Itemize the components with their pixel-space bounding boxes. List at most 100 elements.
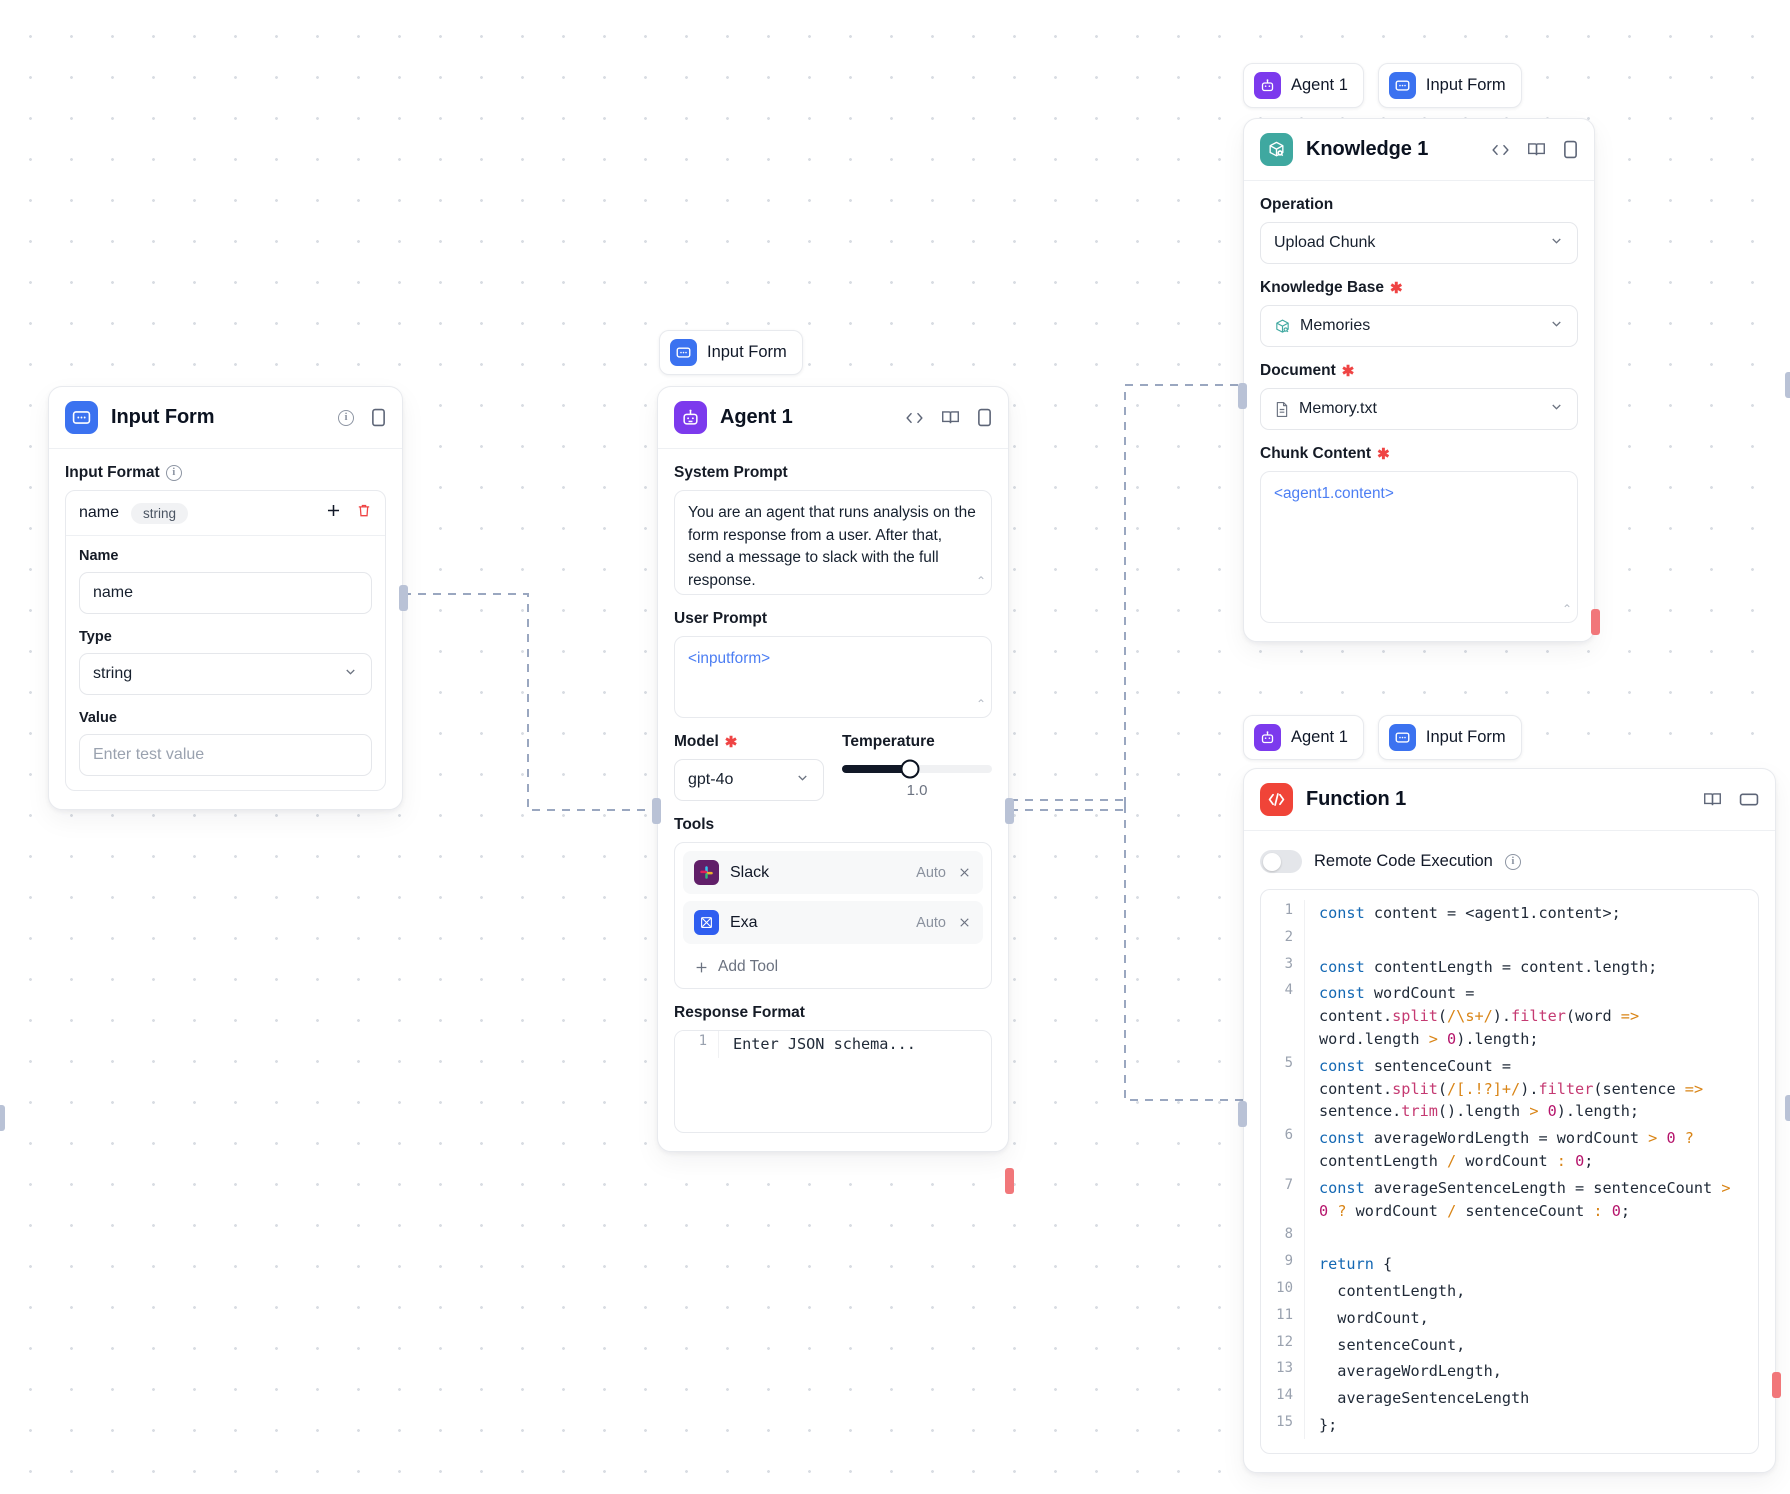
tool-row-exa[interactable]: Exa Auto [683,901,983,944]
badge-label: Input Form [1425,728,1506,746]
info-icon[interactable]: i [1504,853,1521,870]
input-format-box: name string Name name [65,490,386,791]
model-select[interactable]: gpt-4o [674,759,824,801]
remove-tool-button[interactable] [957,915,972,930]
slider-thumb[interactable] [900,759,919,779]
document-select[interactable]: Memory.txt [1260,388,1578,430]
book-icon[interactable] [1703,791,1722,808]
system-prompt-textarea[interactable]: You are an agent that runs analysis on t… [674,490,992,595]
chunk-content-textarea[interactable]: <agent1.content> ⌃ [1260,471,1578,623]
info-icon[interactable]: i [165,465,182,481]
tool-mode[interactable]: Auto [916,864,946,881]
canvas-handle-right-2[interactable] [1785,1095,1790,1121]
input-port[interactable] [1238,383,1247,409]
node-knowledge-1[interactable]: Knowledge 1 Operation Upload Chunk [1238,118,1600,642]
agent-header[interactable]: Agent 1 [658,387,1008,449]
input-port[interactable] [652,798,661,824]
file-icon [1274,401,1290,418]
knowledge-base-select[interactable]: Memories [1260,305,1578,347]
window-icon[interactable] [1739,792,1759,807]
knowledge-box-icon [1260,133,1293,166]
line-number: 13 [1261,1358,1305,1386]
agent-robot-icon [1254,72,1281,99]
output-port[interactable] [1772,1372,1781,1398]
output-port-bottom[interactable] [1005,1168,1014,1194]
line-number: 5 [1261,1052,1305,1126]
format-row-header[interactable]: name string [66,491,385,536]
tool-row-slack[interactable]: Slack Auto [683,851,983,894]
panel-icon[interactable] [1563,140,1578,159]
resize-handle[interactable]: ⌃ [975,697,986,712]
resize-handle[interactable]: ⌃ [1561,602,1572,617]
name-input[interactable]: name [79,572,372,614]
badge-label: Agent 1 [1291,728,1348,746]
value-label: Value [79,710,117,726]
code-text: return { [1319,1255,1393,1274]
panel-icon[interactable] [977,408,992,427]
book-icon[interactable] [941,409,960,426]
add-tool-button[interactable]: Add Tool [683,951,983,980]
node-title: Function 1 [1306,788,1407,810]
book-icon[interactable] [1527,141,1546,158]
output-port-top[interactable] [1005,798,1014,824]
input-form-header[interactable]: Input Form i [49,387,402,449]
code-text: const averageSentenceLength = sentenceCo… [1319,1178,1731,1220]
line-number: 2 [1261,926,1305,954]
badge-input-form[interactable]: Input Form [1377,63,1522,108]
add-tool-label: Add Tool [718,958,779,975]
output-port[interactable] [1591,609,1600,635]
delete-field-button[interactable] [356,502,372,524]
function-header[interactable]: Function 1 [1244,769,1775,831]
code-icon[interactable] [905,410,924,426]
code-line: 2 [1261,926,1758,954]
badge-input-form[interactable]: Input Form [659,330,803,375]
chevron-down-icon [795,770,810,790]
badge-label: Input Form [707,343,787,361]
input-form-icon [1388,724,1416,751]
badge-input-form[interactable]: Input Form [1377,715,1522,760]
code-line: 7 const averageSentenceLength = sentenceC… [1261,1174,1758,1225]
badge-agent-1[interactable]: Agent 1 [1243,715,1364,760]
node-title: Input Form [111,406,215,428]
line-number: 1 [675,1031,719,1058]
line-number: 7 [1261,1174,1305,1225]
line-number: 11 [1261,1304,1305,1332]
resize-handle[interactable]: ⌃ [975,574,986,589]
operation-select[interactable]: Upload Chunk [1260,222,1578,264]
canvas-handle-right[interactable] [1785,372,1790,398]
code-text: averageWordLength, [1319,1362,1502,1381]
input-form-icon [1388,72,1416,99]
chevron-down-icon [1549,399,1564,419]
json-schema-placeholder: Enter JSON schema... [733,1035,916,1053]
code-icon[interactable] [1491,142,1510,158]
canvas-handle-left[interactable] [0,1105,5,1131]
node-title: Knowledge 1 [1306,138,1429,160]
temperature-slider[interactable] [842,759,992,779]
knowledge-input-badges: Agent 1 Input Form [1243,63,1522,108]
remote-code-execution-toggle[interactable] [1260,850,1302,873]
node-input-form[interactable]: Input Form i Input Format i name string [48,386,408,810]
panel-icon[interactable] [371,408,386,427]
code-text: wordCount, [1319,1308,1429,1327]
chevron-down-icon [1549,316,1564,336]
value-placeholder: Enter test value [93,746,205,763]
response-format-editor[interactable]: 1 Enter JSON schema... [674,1030,992,1133]
remote-code-execution-row[interactable]: Remote Code Execution i [1260,846,1759,889]
model-label: Model✱ [674,733,738,751]
type-select[interactable]: string [79,653,372,695]
badge-agent-1[interactable]: Agent 1 [1243,63,1364,108]
value-input[interactable]: Enter test value [79,734,372,776]
user-prompt-textarea[interactable]: <inputform> ⌃ [674,636,992,718]
add-field-button[interactable] [325,502,342,524]
info-icon[interactable]: i [338,409,354,426]
line-number: 14 [1261,1385,1305,1412]
remove-tool-button[interactable] [957,865,972,880]
node-agent-1[interactable]: Agent 1 System Prompt You are an agent t… [652,386,1014,1194]
output-port[interactable] [399,585,408,611]
tool-mode[interactable]: Auto [916,914,946,931]
knowledge-header[interactable]: Knowledge 1 [1244,119,1594,181]
input-port[interactable] [1238,1101,1247,1127]
